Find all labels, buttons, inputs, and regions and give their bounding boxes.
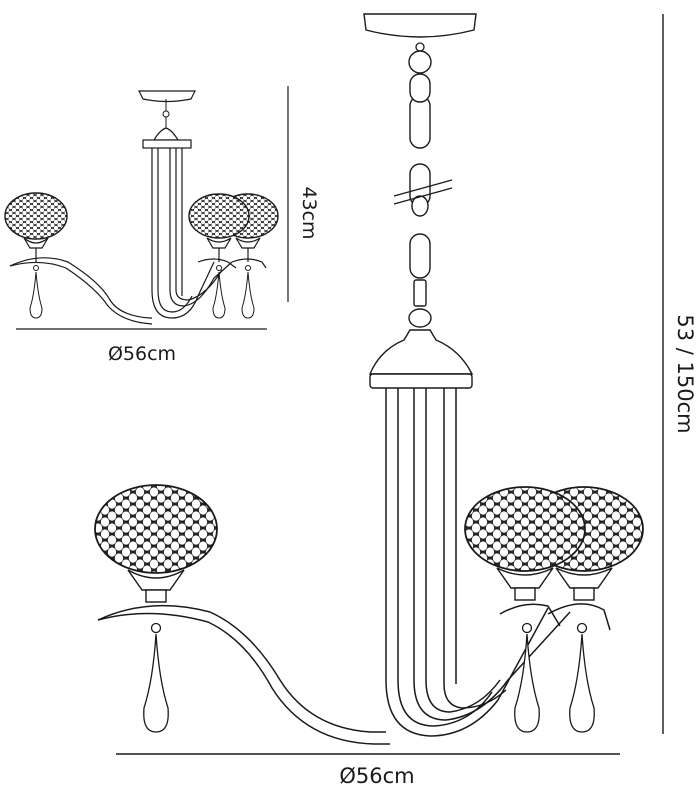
small-stems	[151, 148, 233, 319]
small-ceiling-plate	[138, 90, 196, 103]
small-width-dimension: Ø56cm	[16, 328, 267, 365]
small-width-label: Ø56cm	[108, 343, 176, 365]
large-arm-right	[499, 603, 561, 627]
large-chandelier-view	[94, 13, 644, 745]
large-stems	[385, 388, 571, 737]
chain	[393, 42, 453, 328]
large-height-label: 53 / 150cm	[673, 314, 697, 433]
small-arm-right	[197, 258, 237, 269]
large-crystal-drops	[143, 622, 595, 733]
large-shade-right-front	[464, 486, 586, 601]
large-width-dimension: Ø56cm	[116, 753, 620, 788]
small-height-dimension: 43cm	[287, 86, 320, 302]
large-height-dimension: 53 / 150cm	[662, 14, 697, 734]
small-canopy	[152, 127, 180, 141]
small-chandelier-view	[4, 90, 279, 325]
small-shade-right-front	[188, 193, 250, 262]
large-width-label: Ø56cm	[339, 764, 414, 788]
large-shade-left	[94, 484, 218, 603]
large-ceiling-plate	[363, 13, 477, 38]
small-crystal-drops	[29, 265, 255, 319]
small-arm-left	[9, 257, 152, 319]
small-height-label: 43cm	[298, 186, 320, 239]
small-shade-left	[4, 192, 68, 262]
large-arm-left	[97, 604, 386, 733]
large-canopy	[368, 329, 474, 375]
